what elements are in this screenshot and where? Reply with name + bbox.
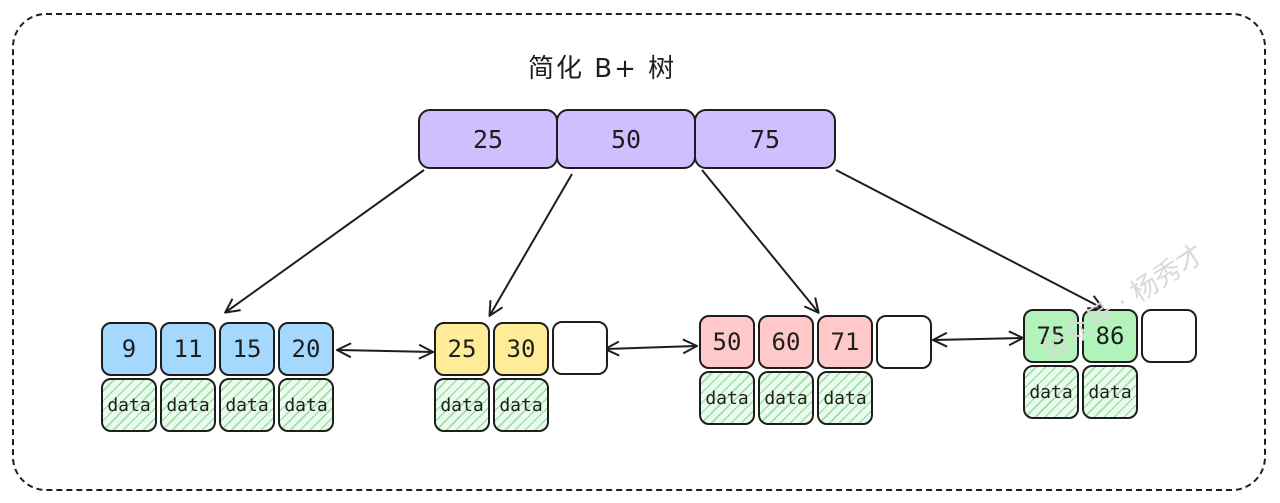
leaf-key: 20 (278, 322, 334, 376)
data-cell: data (160, 378, 216, 432)
pointer-arrow-3 (701, 169, 818, 312)
pointer-arrow-1 (226, 169, 425, 312)
leaf-key: 11 (160, 322, 216, 376)
root-key: 75 (694, 109, 836, 169)
data-cell: data (219, 378, 275, 432)
empty-slot (552, 321, 608, 375)
leaf-key: 75 (1023, 309, 1079, 363)
leaf-key: 86 (1082, 309, 1138, 363)
leaf-key: 15 (219, 322, 275, 376)
leaf-key: 71 (817, 315, 873, 369)
data-cell: data (278, 378, 334, 432)
diagram-title: 简化 B+ 树 (528, 54, 677, 84)
root-key: 50 (556, 109, 696, 169)
diagram-frame (12, 13, 1266, 491)
data-cell: data (493, 378, 549, 432)
data-cell: data (101, 378, 157, 432)
leaf-key: 25 (434, 322, 490, 376)
data-cell: data (1023, 365, 1079, 419)
pointer-arrow-2 (490, 173, 573, 315)
leaf-key: 9 (101, 322, 157, 376)
data-cell: data (817, 371, 873, 425)
data-cell: data (758, 371, 814, 425)
sibling-link-2 (606, 346, 696, 349)
pointer-arrow-4 (835, 169, 1102, 308)
empty-slot (1141, 309, 1197, 363)
leaf-key: 60 (758, 315, 814, 369)
data-cell: data (434, 378, 490, 432)
empty-slot (876, 315, 932, 369)
data-cell: data (1082, 365, 1138, 419)
root-key: 25 (418, 109, 558, 169)
data-cell: data (699, 371, 755, 425)
sibling-link-3 (934, 338, 1022, 340)
leaf-key: 30 (493, 322, 549, 376)
leaf-key: 50 (699, 315, 755, 369)
sibling-link-1 (338, 350, 432, 352)
